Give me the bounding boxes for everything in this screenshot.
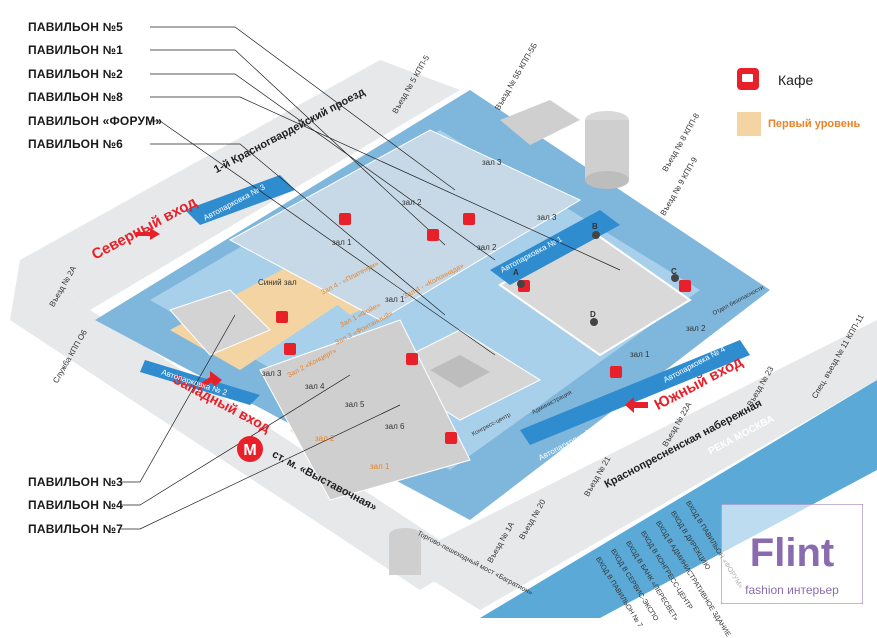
pavilion-2-label: ПАВИЛЬОН №2 (28, 67, 124, 81)
legend-level-swatch (737, 112, 761, 136)
hall-label: зал 2 (315, 434, 335, 443)
rotunda-body (389, 535, 421, 575)
pavilion-3 (169, 289, 271, 356)
hall-label: зал 1 (385, 295, 405, 304)
cafe-icons (276, 213, 691, 444)
south-entrance-arrow (625, 397, 648, 413)
hall-label: зал 3 (482, 158, 502, 167)
parking-1 (490, 210, 620, 285)
left-road (10, 260, 470, 590)
hall-marker: C (671, 267, 677, 276)
hall-label: зал 1 (332, 238, 352, 247)
north-entrance-arrow (136, 228, 160, 240)
pavilion-1-label: ПАВИЛЬОН №1 (28, 43, 124, 57)
legend-cafe-label: Кафе (778, 72, 814, 88)
metro-icon (237, 436, 263, 462)
legend-cup-icon (742, 74, 753, 82)
hall-label: зал 2 (477, 243, 497, 252)
tower-body (585, 120, 629, 180)
forum-pyramid (430, 355, 490, 388)
hall-marker: B (592, 222, 598, 231)
expo-map: M (10, 26, 877, 618)
pavilion-3-label: ПАВИЛЬОН №3 (28, 475, 124, 489)
pavilion-8-label: ПАВИЛЬОН №8 (28, 90, 124, 104)
top-road (20, 60, 460, 310)
pavilion-5-label: ПАВИЛЬОН №5 (28, 20, 124, 34)
pavilion-complex (228, 129, 582, 321)
pavilion-4-label: ПАВИЛЬОН №4 (28, 498, 124, 512)
hall-label: зал 5 (345, 400, 365, 409)
hall-label: зал 1 (370, 462, 390, 471)
parking-3 (185, 175, 295, 225)
leader-lines (120, 26, 621, 530)
parking-2 (140, 360, 260, 405)
parking-4 (520, 340, 750, 445)
legend-level-label: Первый уровень (768, 118, 861, 130)
hall-label: зал 4 (305, 382, 325, 391)
hall-label: зал 6 (385, 422, 405, 431)
service-building (500, 100, 580, 145)
territory-light (150, 130, 700, 470)
hall-markers (517, 231, 679, 326)
pavilion-4-7 (259, 319, 471, 501)
hall-marker: A (513, 268, 519, 277)
watermark-brand: Flint (750, 531, 834, 575)
river (480, 380, 877, 618)
hall-label: зал 3 (537, 213, 557, 222)
hall-marker: D (590, 310, 596, 319)
blue-hall-label: Синий зал (258, 278, 297, 287)
hall-label: зал 3 (262, 369, 282, 378)
watermark-tagline: fashion интерьер (745, 583, 839, 597)
hall-label: зал 2 (686, 324, 706, 333)
embankment-road (400, 320, 877, 610)
pavilion-6-label: ПАВИЛЬОН №6 (28, 137, 124, 151)
pavilion-forum-label: ПАВИЛЬОН «ФОРУМ» (28, 114, 163, 128)
tower-base (585, 171, 629, 189)
hall-label: зал 1 (630, 350, 650, 359)
flint-watermark: Flint fashion интерьер (721, 504, 863, 604)
metro-icon-letter: M (243, 442, 256, 459)
hall-label: зал 2 (402, 198, 422, 207)
pavilion-7-label: ПАВИЛЬОН №7 (28, 522, 124, 536)
west-entrance-arrow (198, 371, 222, 390)
